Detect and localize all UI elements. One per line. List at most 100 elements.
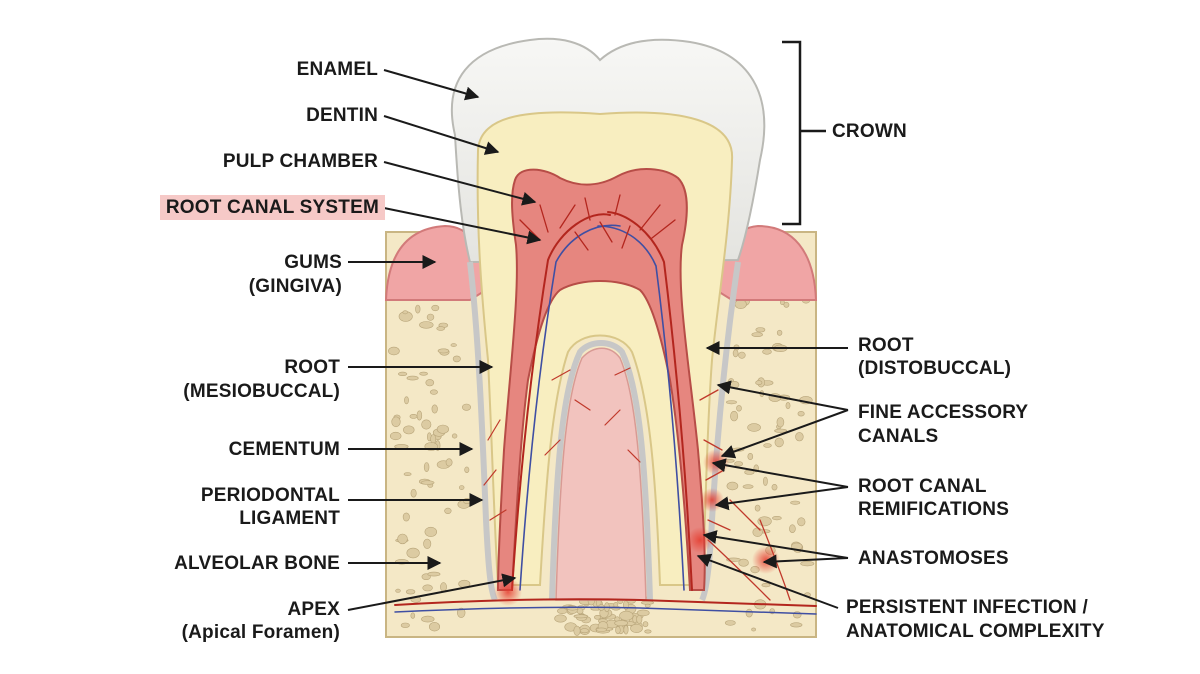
bone-pore (774, 437, 784, 448)
bone-pore (398, 371, 408, 377)
label-root-mesiobuccal: ROOT (284, 357, 340, 378)
label-apex: APEX (287, 599, 340, 620)
bone-pore (579, 628, 589, 634)
bone-pore (554, 614, 567, 623)
bone-pore (436, 326, 446, 331)
bone-pore (391, 416, 401, 428)
bone-pore (423, 462, 430, 472)
periodontal-ligament (467, 261, 741, 602)
bone-pore (436, 424, 450, 434)
bone-pore (440, 582, 447, 592)
bone-pore (419, 321, 434, 329)
bone-pore (457, 607, 466, 618)
bone-pore (736, 405, 742, 412)
label-enamel: ENAMEL (296, 59, 378, 80)
label-anastomoses: ANASTOMOSES (858, 548, 1009, 569)
crown-bracket (782, 40, 826, 226)
label-apex-sub: (Apical Foramen) (181, 622, 340, 643)
bone-pore (747, 423, 761, 432)
bone-pore (644, 603, 651, 608)
label-gums-sub: (GINGIVA) (248, 276, 342, 297)
bone-pore (424, 526, 437, 537)
bone-pore (776, 417, 785, 428)
bone-pore (420, 480, 435, 485)
label-cementum: CEMENTUM (228, 439, 340, 460)
bone-pore (427, 571, 441, 577)
bone-pore (425, 379, 435, 387)
bone-pore (556, 607, 568, 614)
bone-pore (421, 615, 435, 623)
bone-pore (452, 355, 461, 363)
bone-pore (402, 512, 410, 522)
bone-pore (751, 627, 756, 632)
bone-pore (630, 623, 643, 633)
bone-pore (795, 432, 804, 442)
bone-pore (636, 609, 650, 617)
bone-pore (636, 615, 643, 624)
bone-pore (422, 584, 433, 592)
bone-pore (734, 461, 743, 467)
bone-pore (613, 602, 619, 608)
bone-pore (800, 560, 815, 567)
bone-pore (776, 329, 783, 336)
bone-pore (429, 389, 438, 395)
bone-pore (573, 614, 588, 619)
bone-pore (421, 419, 432, 430)
bone-pore (774, 428, 788, 433)
bone-pore (785, 402, 791, 410)
label-root-mesiobuccal-sub: (MESIOBUCCAL) (183, 381, 340, 402)
bone-pore (790, 622, 803, 628)
label-root-distobuccal-sub: (DISTOBUCCAL) (858, 358, 1012, 379)
bone-pore (410, 612, 416, 619)
bone-pore (738, 351, 746, 359)
bone-pore (406, 547, 420, 559)
bone-pore (754, 504, 761, 512)
label-persistent-infection: PERSISTENT INFECTION / (846, 597, 1088, 618)
bone-pore (790, 500, 801, 505)
interradicular-bone (555, 347, 647, 601)
bone-pore (444, 507, 452, 515)
bone-pore (792, 611, 802, 619)
bone-pore (428, 621, 440, 632)
bone-pore (595, 627, 608, 632)
bone-pore (397, 533, 408, 545)
bone-pore (450, 343, 457, 347)
pulp-vessels (394, 194, 817, 615)
bone-pore (761, 582, 771, 588)
bone-pore (403, 425, 415, 435)
bone-pore (783, 301, 790, 308)
bone-pore (404, 396, 409, 405)
bone-pore (431, 404, 438, 414)
bone-pore (745, 608, 753, 618)
bone-pore (415, 304, 421, 314)
bone-pore (614, 620, 629, 627)
bone-pore (451, 433, 458, 439)
bone-pore (734, 299, 747, 310)
bone-pore (762, 348, 772, 355)
bone-pore (464, 466, 470, 473)
label-periodontal: PERIODONTAL (200, 485, 340, 506)
bone-pore (395, 588, 401, 593)
bone-pore (619, 610, 634, 621)
bone-pore (405, 589, 416, 595)
bone-pore (406, 375, 419, 381)
bone-pore (797, 411, 805, 417)
label-dentin: DENTIN (306, 105, 378, 126)
bone-pore (726, 481, 739, 491)
bone-pore (730, 410, 739, 422)
bone-pore (623, 625, 629, 635)
bone-pore (632, 615, 638, 624)
bone-pore (593, 614, 601, 620)
bone-pore (576, 608, 584, 615)
bone-pore (755, 380, 763, 386)
bone-pore (644, 629, 652, 634)
label-pulp-chamber: PULP CHAMBER (222, 151, 378, 172)
bone-pore (726, 400, 737, 405)
bone-pore (459, 485, 465, 490)
bone-pore (431, 304, 440, 312)
bone-pore (388, 346, 400, 356)
bone-pore (400, 622, 410, 628)
bone-pore (751, 332, 763, 337)
label-root-distobuccal: ROOT (858, 335, 914, 356)
